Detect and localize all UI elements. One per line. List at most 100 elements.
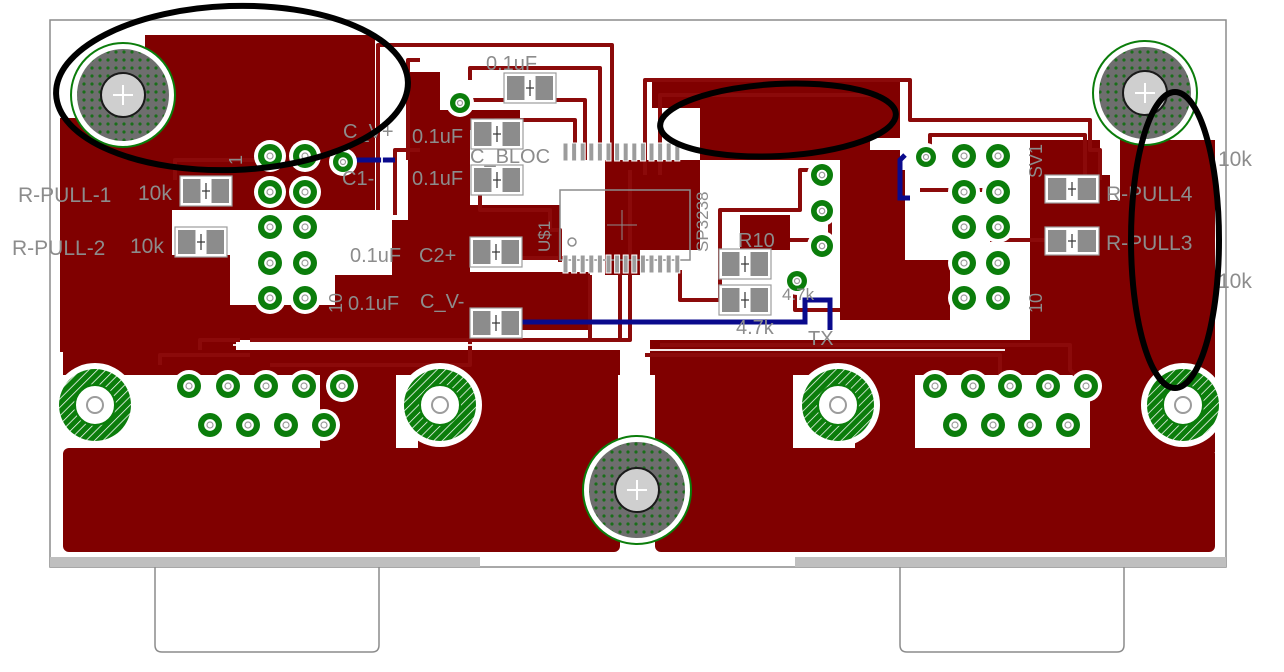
ic-pin-bottom-3	[579, 254, 586, 274]
label-cap-top: 0.1uF	[486, 53, 537, 75]
header-left-pin-a5	[254, 282, 286, 314]
annotation-ellipses	[53, 2, 1222, 391]
via-pad-3	[329, 148, 357, 176]
ic-pin-bottom-1	[562, 254, 569, 274]
label-rpull2-val: 10k	[130, 235, 164, 258]
ic-pin-bottom-11	[648, 254, 655, 274]
label-cvminus: C_V-	[420, 291, 464, 313]
label-c1-val: 0.1uF	[412, 126, 463, 148]
db9-right-pin-5	[1070, 370, 1102, 402]
ic-pin-top-11	[648, 142, 655, 162]
bottom-traces	[350, 153, 910, 330]
label-10k-a: 10k	[1218, 148, 1252, 171]
ic-pin-bottom-6	[605, 254, 612, 274]
db9-right-pin-8	[1014, 409, 1046, 441]
db9-right-pin-1	[919, 370, 951, 402]
via-pad-2	[446, 89, 474, 117]
ic-pin-top-10	[639, 142, 646, 162]
label-rpull3: R-PULL3	[1106, 232, 1192, 255]
ic-pin-top-2	[571, 142, 578, 162]
label-r-4k7b: 4.7k	[736, 317, 775, 339]
annotation-ellipse-top-left	[53, 2, 411, 174]
mounting-hole-top-right	[1092, 40, 1198, 146]
ic-pin-bottom-5	[596, 254, 603, 274]
label-10k-b: 10k	[1218, 270, 1252, 293]
header-right-pin-b3	[982, 211, 1014, 243]
ic-pin-bottom-9	[631, 254, 638, 274]
db9-right-pin-7	[977, 409, 1009, 441]
ic-pin-top-5	[596, 142, 603, 162]
smd-cap-cvminus	[469, 307, 523, 339]
label-c2plus: C2+	[419, 245, 456, 267]
ic-pin-top-12	[657, 142, 664, 162]
label-c1minus: C1-	[342, 168, 374, 190]
smd-components	[174, 72, 1100, 339]
via-pad-4	[783, 267, 811, 295]
db9-right-pin-3	[994, 370, 1026, 402]
header-right-pin-b5	[982, 282, 1014, 314]
label-cvminus-val: 0.1uF	[348, 293, 399, 315]
header-left-pin-b2	[289, 176, 321, 208]
db9-left-pin-5	[326, 370, 358, 402]
header-right-pin-a2	[948, 176, 980, 208]
label-pin1-left: 1	[226, 155, 246, 165]
ic-pin-top-7	[614, 142, 621, 162]
connector-outline-left	[154, 567, 380, 653]
board-edge-strip-right	[795, 557, 1226, 567]
board-outline	[49, 19, 1227, 568]
smd-cap-top	[503, 72, 557, 104]
smd-res-rpull4	[1044, 174, 1100, 204]
header-right-pin-b1	[982, 140, 1014, 172]
ic-pin-top-13	[665, 142, 672, 162]
db9-left-pin-1	[173, 370, 205, 402]
header-left-pin-a2	[254, 176, 286, 208]
ic-pin-top-6	[605, 142, 612, 162]
label-r-4k7: 4.7k	[782, 285, 815, 304]
label-sp3238: SP3238	[693, 192, 712, 253]
annotation-ellipse-top-center	[657, 80, 899, 160]
ic-pin-top-9	[631, 142, 638, 162]
db9-right-pin-9	[1052, 409, 1084, 441]
db9-left-pin-2	[212, 370, 244, 402]
ic-pin-bottom-13	[665, 254, 672, 274]
header-left-pin-b5	[289, 282, 321, 314]
db9-left-pin-6	[194, 409, 226, 441]
smd-res-4k7	[718, 284, 772, 316]
via-pad-1	[912, 143, 940, 171]
header-right-pin-a4	[948, 247, 980, 279]
ic-pin-top-8	[622, 142, 629, 162]
connector-outline-right	[899, 567, 1125, 653]
tx-header-pin-3	[807, 231, 837, 261]
header-right-pin-a3	[948, 211, 980, 243]
label-c-bloc: C_BLOC	[470, 146, 550, 168]
db9-left-pin-3	[250, 370, 282, 402]
header-right-pin-a5	[948, 282, 980, 314]
header-left-pin-b4	[289, 247, 321, 279]
header-left-pin-a3	[254, 211, 286, 243]
db9-right-pin-6	[939, 409, 971, 441]
label-pin10-left: 10	[326, 293, 346, 313]
header-left-pin-a4	[254, 247, 286, 279]
smd-res-rpull3	[1044, 226, 1100, 256]
db9-right-pin-2	[957, 370, 989, 402]
ic-pin-bottom-2	[571, 254, 578, 274]
smd-res-rpull2	[174, 226, 228, 258]
db9-right-pin-4	[1032, 370, 1064, 402]
ic-pin-top-1	[562, 142, 569, 162]
smd-res-r10	[718, 248, 772, 280]
ic-pin-top-3	[579, 142, 586, 162]
smd-cap-c1minus	[470, 164, 524, 196]
mount-pad-2	[398, 363, 482, 447]
ic-pin-bottom-7	[614, 254, 621, 274]
tx-header-pin-2	[807, 196, 837, 226]
board-edge-strip-left	[50, 557, 480, 567]
smd-cap-c2plus	[469, 236, 523, 268]
label-u1: U$1	[535, 221, 554, 252]
header-pin-pads	[254, 89, 1014, 314]
header-right-pin-a1	[948, 140, 980, 172]
label-r10: R10	[738, 230, 775, 252]
label-rpull1-val: 10k	[138, 182, 172, 205]
ic-pin-bottom-4	[588, 254, 595, 274]
header-right-pin-b4	[982, 247, 1014, 279]
